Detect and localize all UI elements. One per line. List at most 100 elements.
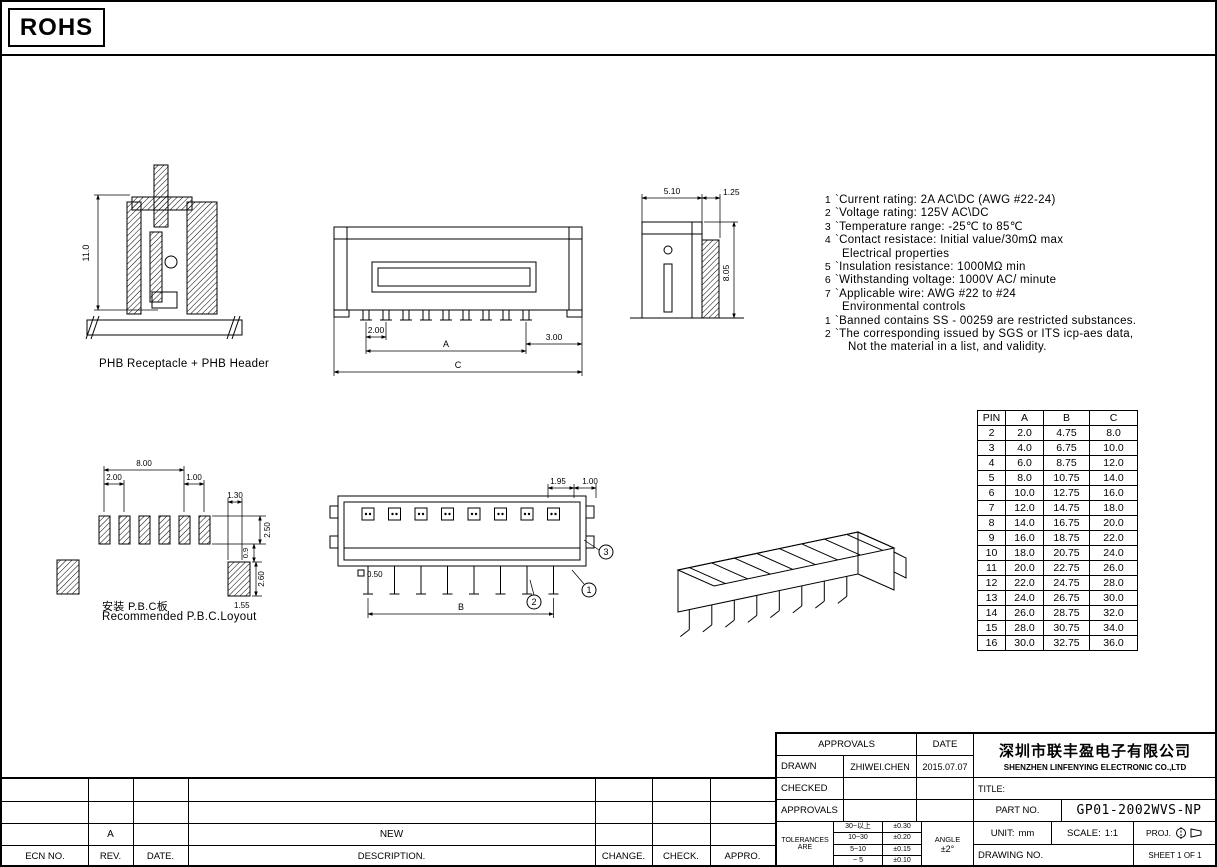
proj-cell: PROJ.	[1134, 822, 1215, 845]
svg-text:3: 3	[603, 547, 608, 557]
pin-dimension-table: PIN A B C 2 2.0 4.75 8.0 3 4.0 6.75	[977, 410, 1138, 651]
cell-a: 30.0	[1005, 635, 1044, 651]
pcb-pads	[56, 515, 251, 597]
tolerance-row: ~ 5 ±0.10	[834, 855, 921, 865]
sheet-cell: SHEET 1 OF 1	[1134, 845, 1215, 865]
note-line: Environmental controls	[820, 301, 1215, 314]
svg-text:0.50: 0.50	[367, 570, 383, 579]
cell-c: 34.0	[1089, 620, 1138, 636]
revision-col-appro: APPRO.	[724, 850, 761, 862]
cell-b: 32.75	[1043, 635, 1090, 651]
cell-b: 30.75	[1043, 620, 1090, 636]
top-contacts	[361, 507, 560, 521]
company-cell: 深圳市联丰盈电子有限公司 SHENZHEN LINFENYING ELECTRO…	[974, 734, 1215, 778]
note-number	[820, 301, 831, 314]
cell-a: 14.0	[1005, 515, 1044, 531]
svg-text:0.9: 0.9	[241, 548, 250, 558]
proj-label: PROJ.	[1145, 828, 1172, 838]
dim-b: B	[367, 598, 555, 618]
part-no-value: GP01-2002WVS-NP	[1062, 800, 1215, 822]
grid-line	[2, 801, 775, 802]
svg-text:2.50: 2.50	[263, 522, 272, 538]
iso-pins	[679, 576, 848, 637]
svg-text:1.95: 1.95	[550, 477, 566, 486]
svg-text:11.0: 11.0	[81, 245, 91, 262]
company-name-cn: 深圳市联丰盈电子有限公司	[998, 742, 1191, 760]
drawn-date: 2015.07.07	[917, 756, 974, 778]
note-text: `Contact resistace: Initial value/30mΩ m…	[835, 234, 1064, 247]
cell-b: 28.75	[1043, 605, 1090, 621]
note-text: `Banned contains SS - 00259 are restrict…	[835, 314, 1137, 327]
note-line: Electrical properties	[820, 248, 1215, 261]
header-rule	[2, 54, 1215, 56]
top-pins	[363, 566, 559, 595]
cell-c: 12.0	[1089, 455, 1138, 471]
unit-cell: UNIT: mm	[974, 822, 1052, 845]
cell-a: 18.0	[1005, 545, 1044, 561]
revision-col-check: CHECK.	[663, 850, 699, 862]
cell-b: 18.75	[1043, 530, 1090, 546]
cell-a: 4.0	[1005, 440, 1044, 456]
cell-a: 22.0	[1005, 575, 1044, 591]
col-pin: PIN	[977, 410, 1006, 426]
front-body	[333, 226, 583, 318]
revision-col-rev: REV.	[99, 850, 122, 862]
note-text: `Applicable wire: AWG #22 to #24	[835, 287, 1017, 300]
cell-pin: 8	[977, 515, 1006, 531]
pin-table-row: 5 8.0 10.75 14.0	[977, 470, 1138, 486]
approvals-header: APPROVALS	[777, 734, 917, 756]
section-body	[126, 164, 218, 315]
cell-b: 14.75	[1043, 500, 1090, 516]
drawn-label: DRAWN	[777, 756, 844, 778]
cell-a: 20.0	[1005, 560, 1044, 576]
dim-0-50: 0.50	[357, 569, 383, 579]
note-text: `Current rating: 2A AC\DC (AWG #22-24)	[835, 194, 1056, 206]
unit-label: UNIT:	[990, 827, 1015, 839]
svg-text:2.60: 2.60	[257, 571, 266, 587]
svg-text:1: 1	[586, 585, 591, 595]
note-line: 4 `Contact resistace: Initial value/30mΩ…	[820, 234, 1215, 247]
cell-pin: 9	[977, 530, 1006, 546]
tolerance-range: 5~10	[834, 844, 883, 855]
cell-pin: 12	[977, 575, 1006, 591]
iso-body	[676, 531, 907, 613]
note-text: Not the material in a list, and validity…	[848, 341, 1047, 354]
balloon-2: 2	[526, 579, 542, 610]
note-line: 2 `The corresponding issued by SGS or IT…	[820, 328, 1215, 341]
cell-b: 22.75	[1043, 560, 1090, 576]
angle-label: ANGLE	[934, 834, 961, 844]
cell-a: 6.0	[1005, 455, 1044, 471]
svg-text:2: 2	[531, 597, 536, 607]
front-view: 2.00 A 3.00 C	[333, 226, 583, 376]
top-view: 1.95 1.00	[329, 477, 614, 618]
cell-a: 8.0	[1005, 470, 1044, 486]
tolerance-value: ±0.15	[893, 845, 911, 853]
svg-text:1.55: 1.55	[234, 601, 250, 610]
pin-table-row: 15 28.0 30.75 34.0	[977, 620, 1138, 636]
section-view: 11.0	[81, 164, 243, 340]
cell-a: 2.0	[1005, 425, 1044, 441]
tolerance-value: ±0.10	[893, 856, 911, 864]
side-view: 5.10 1.25 8.05	[630, 186, 744, 319]
note-number: 2	[824, 207, 831, 220]
note-line: 5 `Insulation resistance: 1000MΩ min	[820, 261, 1215, 274]
svg-text:1.30: 1.30	[227, 491, 243, 500]
side-body	[630, 221, 744, 319]
date-header: DATE	[917, 734, 974, 756]
cell-b: 8.75	[1043, 455, 1090, 471]
pin-table-row: 3 4.0 6.75 10.0	[977, 440, 1138, 456]
svg-text:8.05: 8.05	[721, 264, 731, 281]
pin-table-row: 6 10.0 12.75 16.0	[977, 485, 1138, 501]
tolerance-row: 5~10 ±0.15	[834, 844, 921, 856]
cell-c: 14.0	[1089, 470, 1138, 486]
pcb-caption-cn: 安装 P.B.C板	[102, 601, 169, 613]
cell-c: 36.0	[1089, 635, 1138, 651]
approved-name	[844, 800, 917, 822]
tolerances-label: TOLERANCES ARE	[777, 822, 834, 865]
checked-name	[844, 778, 917, 800]
note-line: 3 `Temperature range: -25℃ to 85℃	[820, 221, 1215, 234]
tolerance-value: ±0.20	[893, 834, 911, 842]
cell-pin: 13	[977, 590, 1006, 606]
side-dims-top: 5.10 1.25	[641, 186, 740, 238]
note-text: `Voltage rating: 125V AC\DC	[835, 207, 989, 220]
